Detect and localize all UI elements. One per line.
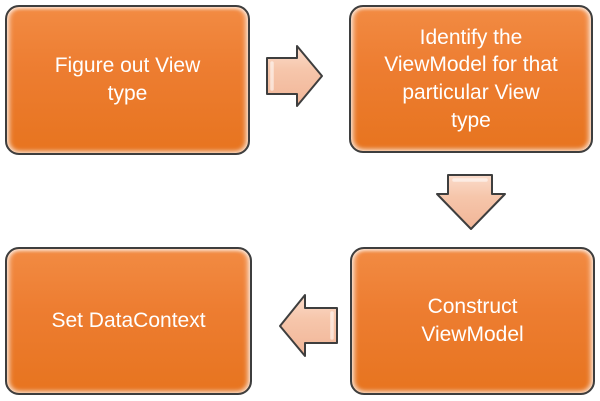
- connector-arrow-left-icon: [279, 294, 338, 357]
- node-construct-viewmodel: Construct ViewModel: [350, 247, 595, 395]
- connector-arrow-right-icon: [266, 45, 323, 107]
- node-identify-viewmodel: Identify the ViewModel for that particul…: [349, 5, 593, 153]
- node-label-construct-viewmodel: Construct ViewModel: [421, 295, 524, 346]
- node-label-figure-out-view-type: Figure out View type: [54, 54, 201, 105]
- node-label-set-datacontext: Set DataContext: [51, 309, 206, 333]
- connector-arrow-down-icon: [436, 174, 506, 230]
- node-set-datacontext: Set DataContext: [5, 247, 252, 395]
- node-figure-out-view-type: Figure out View type: [5, 5, 250, 155]
- node-label-identify-viewmodel: Identify the ViewModel for that particul…: [384, 25, 558, 132]
